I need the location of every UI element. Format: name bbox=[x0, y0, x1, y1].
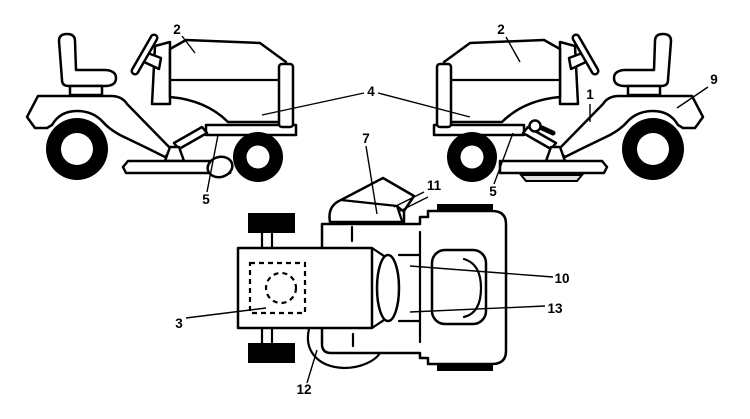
callout-leader-13 bbox=[409, 305, 546, 313]
seat-pedestal bbox=[626, 84, 662, 97]
front-wheel-top bbox=[248, 213, 295, 233]
callout-label-3: 3 bbox=[175, 316, 183, 331]
callout-leader-11 bbox=[397, 196, 429, 213]
callout-label-11: 11 bbox=[427, 178, 442, 193]
front-axles bbox=[260, 231, 274, 345]
callout-leader-2-right bbox=[505, 36, 521, 63]
front-wheel bbox=[447, 132, 497, 182]
callout-leader-5-left bbox=[206, 134, 219, 193]
tractor-top-view bbox=[236, 176, 508, 371]
deck-lift-lever bbox=[528, 119, 556, 136]
seat-pedestal bbox=[68, 84, 104, 97]
steering-wheel-top bbox=[375, 253, 401, 323]
callout-leader-2-left bbox=[181, 35, 196, 54]
seat bbox=[57, 32, 118, 88]
callout-label-12: 12 bbox=[296, 382, 311, 397]
footboard-step bbox=[172, 125, 209, 151]
callout-label-1: 1 bbox=[586, 87, 594, 102]
seat bbox=[612, 32, 673, 88]
rear-wheel bbox=[46, 118, 108, 180]
callout-leader-4 bbox=[377, 92, 471, 118]
front-wheel-bottom bbox=[248, 343, 295, 363]
callout-label-5-right: 5 bbox=[489, 184, 497, 199]
callout-label-5-left: 5 bbox=[202, 192, 210, 207]
deck-edge-arc bbox=[306, 327, 382, 370]
rear-wheel-bottom bbox=[437, 363, 493, 371]
rear-wheel-top bbox=[437, 204, 493, 212]
callout-label-2-right: 2 bbox=[497, 22, 505, 37]
callout-leader-5-right bbox=[493, 132, 514, 185]
callout-label-13: 13 bbox=[547, 301, 563, 316]
callout-leader-11 bbox=[393, 191, 425, 208]
rear-wheel bbox=[622, 118, 684, 180]
discharge-deflector bbox=[206, 155, 234, 179]
seat-top bbox=[430, 248, 488, 326]
front-grille bbox=[435, 62, 453, 129]
decal-outline-circle bbox=[264, 271, 298, 305]
tractor-side-view-left bbox=[25, 32, 298, 182]
tractor-side-view-right bbox=[432, 32, 705, 182]
body-fender bbox=[556, 94, 705, 159]
callout-label-2-left: 2 bbox=[173, 22, 181, 37]
dash-tower bbox=[150, 40, 172, 106]
dash-tower bbox=[558, 40, 580, 106]
deck-shell-strip bbox=[518, 174, 585, 182]
callout-label-9: 9 bbox=[710, 72, 718, 87]
callouts-layer: 2 2 4 1 9 5 5 7 11 3 10 13 12 bbox=[173, 22, 718, 397]
decal-outline-square bbox=[248, 261, 307, 315]
steering-wheel bbox=[130, 33, 159, 76]
callout-label-10: 10 bbox=[554, 271, 569, 286]
hood-top bbox=[236, 246, 374, 330]
callout-leader-12 bbox=[306, 349, 318, 384]
callout-label-7: 7 bbox=[362, 131, 370, 146]
front-wheel bbox=[233, 132, 283, 182]
callout-leader-4 bbox=[261, 92, 365, 116]
callout-leader-7 bbox=[365, 145, 378, 215]
steering-wheel bbox=[571, 33, 600, 76]
front-grille bbox=[277, 62, 295, 129]
callout-leader-3 bbox=[185, 307, 267, 319]
callout-leader-9 bbox=[676, 86, 709, 109]
callout-label-4: 4 bbox=[367, 84, 375, 99]
mower-deck bbox=[498, 159, 609, 175]
body-fender bbox=[25, 94, 174, 159]
callout-leader-10 bbox=[409, 265, 554, 278]
